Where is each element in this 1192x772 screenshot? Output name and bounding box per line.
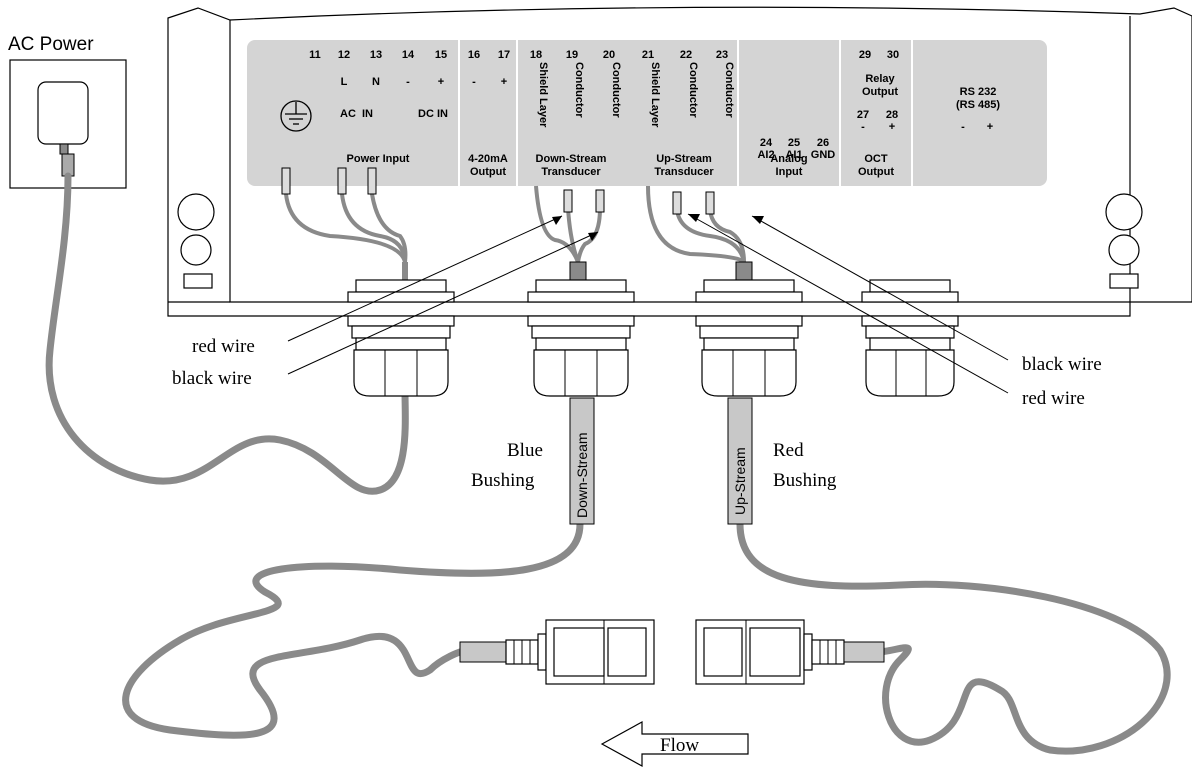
terminal-21: 21 xyxy=(642,49,654,61)
group-labels: Power Input 4-20mA Output Down-Stream Tr… xyxy=(347,73,1001,178)
mark-ai2: AI2 xyxy=(757,149,774,161)
group-oct: OCT xyxy=(864,153,888,165)
terminal-24: 24 xyxy=(760,137,773,149)
up-stream-sleeve-label: Up-Stream xyxy=(732,447,748,515)
gland-power xyxy=(347,279,455,397)
terminal-23: 23 xyxy=(716,49,728,61)
red-bushing-label-2: Bushing xyxy=(773,470,837,491)
terminal-13: 13 xyxy=(370,49,382,61)
cable-glands xyxy=(347,279,959,397)
mark-N: N xyxy=(372,76,380,88)
mark-ai1: AI1 xyxy=(785,149,802,161)
down-stream-sleeve-label: Down-Stream xyxy=(574,432,590,518)
group-rs232: RS 232 xyxy=(960,86,997,98)
group-relay-output: Output xyxy=(862,86,898,98)
flow-arrow: Flow xyxy=(600,720,749,768)
group-up-transducer: Transducer xyxy=(654,166,714,178)
earth-ground-icon xyxy=(280,100,312,132)
flow-label: Flow xyxy=(660,735,699,756)
label-shield-21: Shield Layer xyxy=(649,62,661,128)
internal-wires xyxy=(281,167,753,290)
mark-ma-minus: - xyxy=(472,76,476,88)
label-conductor-20: Conductor xyxy=(610,62,622,118)
blue-bushing-label-2: Bushing xyxy=(471,470,535,491)
group-down-transducer: Transducer xyxy=(541,166,601,178)
group-analog: Analog xyxy=(770,153,807,165)
terminal-30: 30 xyxy=(887,49,899,61)
mark-rs-minus: - xyxy=(961,121,965,133)
label-shield-18: Shield Layer xyxy=(537,62,549,128)
terminal-12: 12 xyxy=(338,49,350,61)
down-stream-sleeve: Down-Stream xyxy=(569,397,595,525)
mark-gnd: GND xyxy=(811,149,836,161)
label-conductor-23: Conductor xyxy=(723,62,735,118)
terminal-27: 27 xyxy=(857,109,869,121)
mark-L: L xyxy=(341,76,348,88)
terminal-18: 18 xyxy=(530,49,542,61)
leader-lines xyxy=(287,213,1009,394)
mark-dc-plus: + xyxy=(438,76,444,88)
vertical-labels: Shield Layer Conductor Conductor Shield … xyxy=(537,62,735,128)
group-rs485: (RS 485) xyxy=(956,99,1000,111)
black-wire-label-left: black wire xyxy=(172,368,252,389)
red-bushing-label-1: Red xyxy=(773,440,804,461)
ac-power-label: AC Power xyxy=(8,34,94,55)
terminal-11: 11 xyxy=(309,49,321,61)
group-up-stream: Up-Stream xyxy=(656,153,712,165)
down-stream-cable xyxy=(122,520,584,739)
terminal-29: 29 xyxy=(859,49,871,61)
label-conductor-22: Conductor xyxy=(687,62,699,118)
gland-up-stream xyxy=(695,279,803,397)
terminal-22: 22 xyxy=(680,49,692,61)
down-stream-transducer xyxy=(459,619,655,685)
terminal-28: 28 xyxy=(886,109,898,121)
mark-ma-plus: + xyxy=(501,76,507,88)
up-stream-cable xyxy=(736,520,1171,755)
up-stream-sleeve: Up-Stream xyxy=(727,397,753,525)
mark-rs-plus: + xyxy=(987,121,993,133)
mark-oct-minus: - xyxy=(861,121,865,133)
terminal-14: 14 xyxy=(402,49,415,61)
terminal-panel xyxy=(247,40,1047,186)
terminal-numbers: 11 12 13 14 15 16 17 18 19 20 21 22 23 2… xyxy=(309,49,899,149)
terminal-15: 15 xyxy=(435,49,447,61)
meter-housing xyxy=(167,6,1192,317)
terminal-17: 17 xyxy=(498,49,510,61)
group-analog-input: Input xyxy=(776,166,803,178)
terminal-16: 16 xyxy=(468,49,480,61)
mark-dc-minus: - xyxy=(406,76,410,88)
label-conductor-19: Conductor xyxy=(573,62,585,118)
red-wire-label-right: red wire xyxy=(1022,388,1085,409)
terminal-19: 19 xyxy=(566,49,578,61)
power-input-marks: L N - + AC IN DC IN - + AI2 AI1 GND - + … xyxy=(280,76,993,161)
terminal-20: 20 xyxy=(603,49,615,61)
group-4-20ma-output: Output xyxy=(470,166,506,178)
group-down-stream: Down-Stream xyxy=(536,153,607,165)
gland-down-stream xyxy=(527,279,635,397)
mark-oct-plus: + xyxy=(889,121,895,133)
terminal-25: 25 xyxy=(788,137,800,149)
group-oct-output: Output xyxy=(858,166,894,178)
blue-bushing-label-1: Blue xyxy=(507,440,543,461)
ac-outlet xyxy=(9,59,127,189)
up-stream-transducer xyxy=(695,619,885,685)
terminal-26: 26 xyxy=(817,137,829,149)
mark-dc-in: DC IN xyxy=(418,108,448,120)
black-wire-label-right: black wire xyxy=(1022,354,1102,375)
ac-power-cable xyxy=(45,172,409,495)
mark-ac-in: AC IN xyxy=(340,108,373,120)
group-power-input: Power Input xyxy=(347,153,410,165)
group-4-20ma: 4-20mA xyxy=(468,153,508,165)
group-relay: Relay xyxy=(865,73,895,85)
red-wire-label-left: red wire xyxy=(192,336,255,357)
